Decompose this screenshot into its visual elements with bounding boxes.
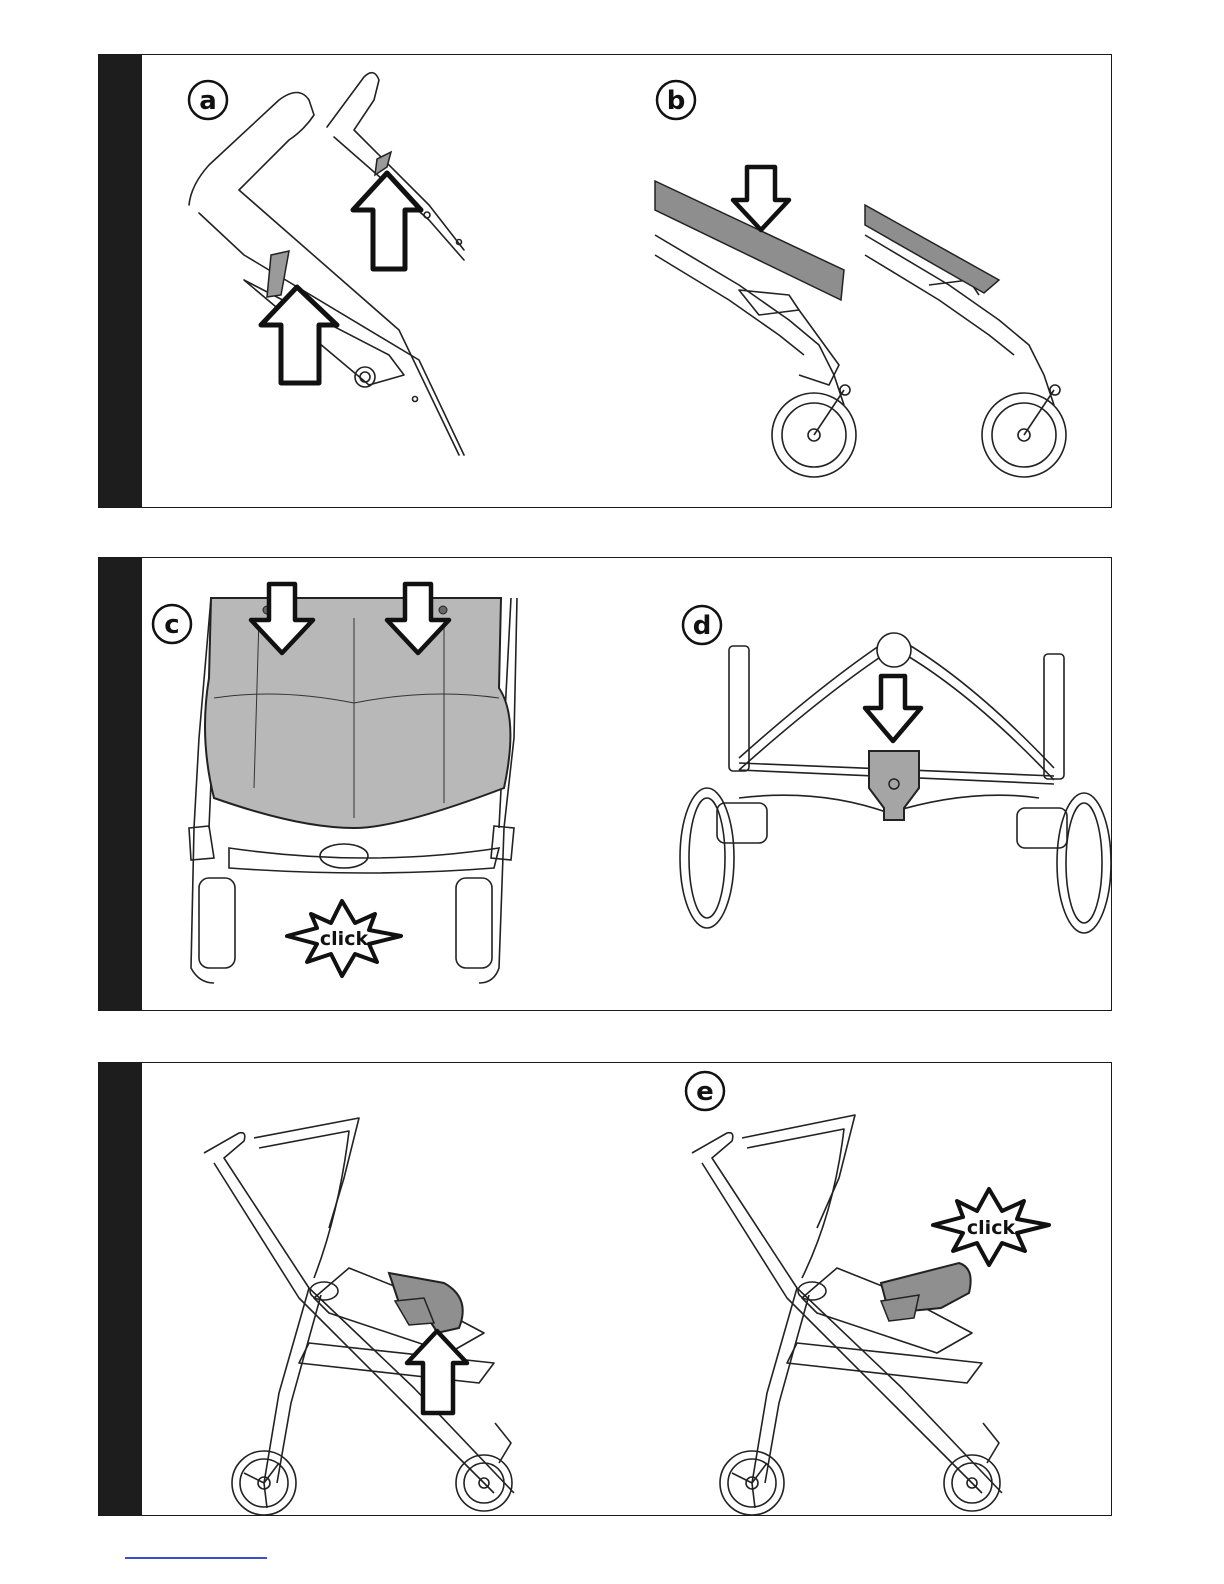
arrow-down-icon	[865, 676, 921, 741]
panel-1-illustration: a b	[99, 55, 1113, 509]
panel-2-illustration: click c d	[99, 558, 1113, 1012]
arrow-up-icon	[407, 1331, 467, 1413]
click-callout: click	[320, 928, 369, 950]
click-callout: click	[967, 1217, 1016, 1239]
arrow-down-icon	[733, 167, 789, 230]
instruction-panel-1: a b	[98, 54, 1112, 508]
step-label-c: c	[164, 610, 179, 640]
seat-shaded	[205, 598, 510, 828]
step-label-a: a	[199, 86, 217, 116]
instruction-panel-2: click c d	[98, 557, 1112, 1011]
instruction-panel-3: click e	[98, 1062, 1112, 1516]
step-label-e: e	[696, 1077, 714, 1107]
panel-3-illustration: click e	[99, 1063, 1113, 1517]
footer-link-underline[interactable]	[125, 1557, 267, 1559]
release-collar-front	[267, 251, 289, 297]
step-label-d: d	[693, 611, 712, 641]
arrow-up-icon	[261, 287, 337, 383]
step-label-b: b	[667, 86, 686, 116]
handle-outline	[189, 93, 459, 456]
